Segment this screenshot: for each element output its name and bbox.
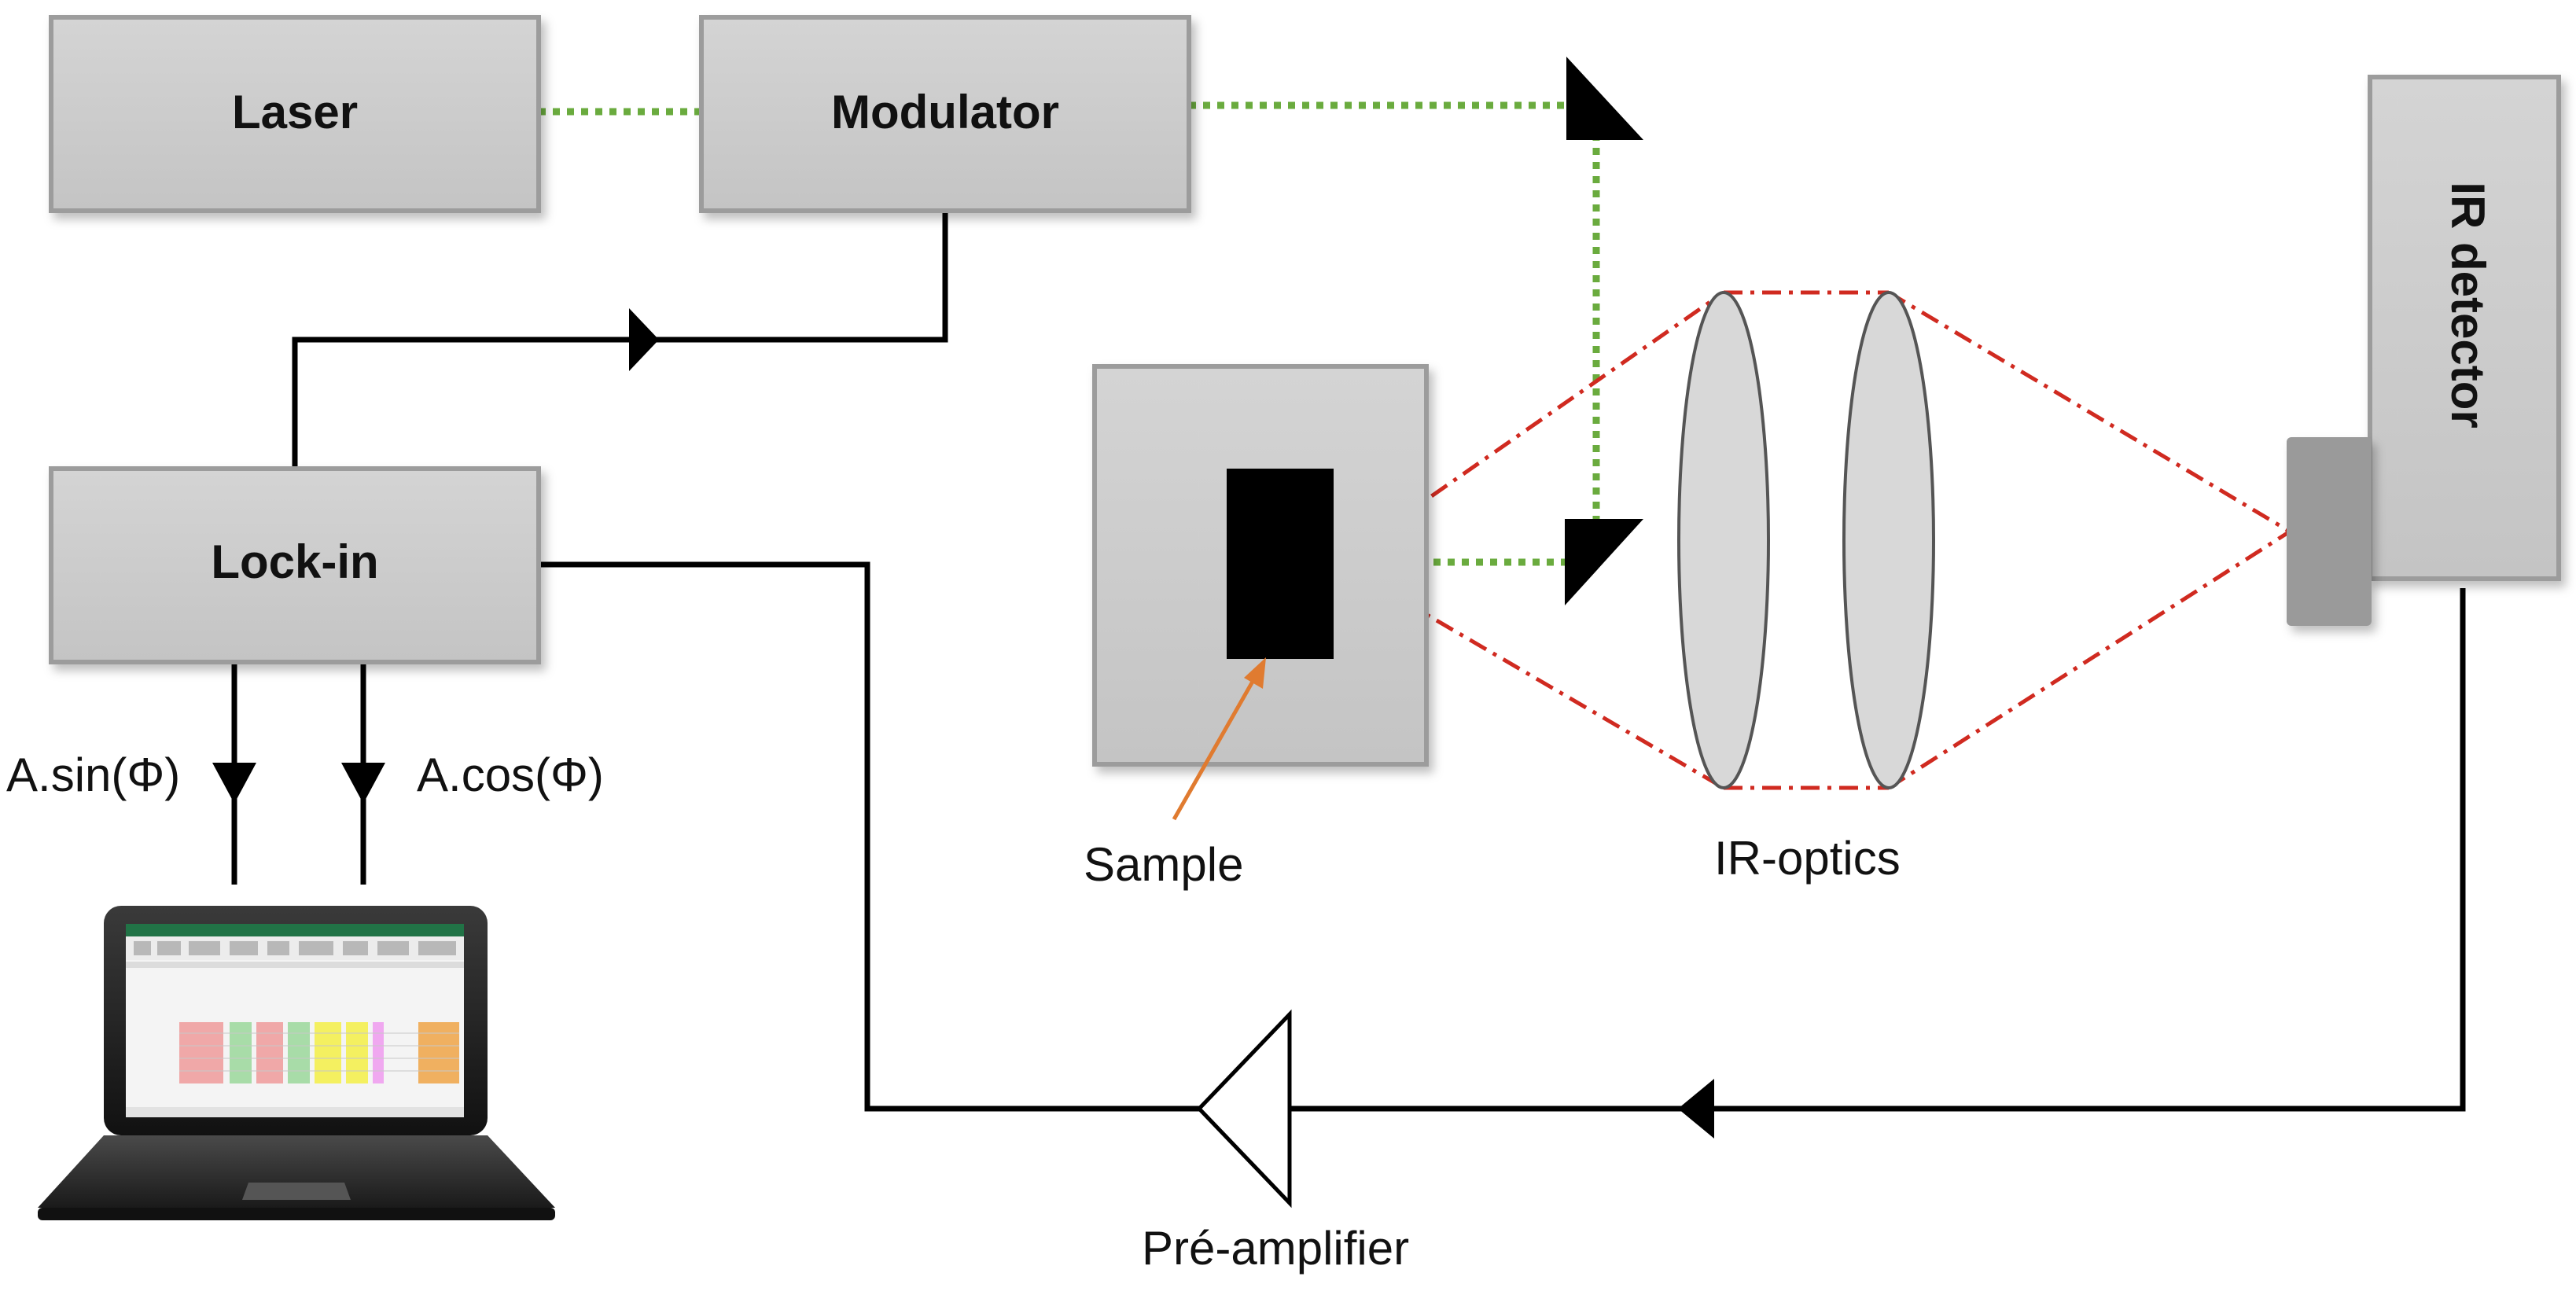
sample-holder xyxy=(1092,364,1429,767)
ir-detector-label: IR detector xyxy=(2442,182,2494,428)
sample-label: Sample xyxy=(1084,838,1243,891)
modulator-label: Modulator xyxy=(831,86,1059,138)
lockin-label: Lock-in xyxy=(211,535,378,588)
detector-window xyxy=(2287,437,2372,626)
ir-optics-lenses xyxy=(1677,291,1935,789)
mirror-bottom xyxy=(1565,519,1643,605)
arrowheads xyxy=(212,308,1714,1139)
arrow-detector-return xyxy=(1678,1079,1714,1139)
sin-output-label: A.sin(Φ) xyxy=(6,749,180,801)
laser-label: Laser xyxy=(232,86,358,138)
ir-optics-label: IR-optics xyxy=(1714,832,1901,885)
arrow-sin-output xyxy=(212,763,256,804)
sample-pointer xyxy=(1172,657,1266,821)
ir-light-path xyxy=(1335,290,2291,790)
modulator-block: Modulator xyxy=(699,15,1191,213)
sample-piece xyxy=(1227,469,1334,659)
laptop-base xyxy=(38,1135,555,1208)
lockin-block: Lock-in xyxy=(49,466,541,664)
preamplifier-triangle xyxy=(1196,1009,1292,1209)
preamplifier-label: Pré-amplifier xyxy=(1142,1222,1409,1275)
cos-output-label: A.cos(Φ) xyxy=(417,749,604,801)
ir-detector-block: IR detector xyxy=(2287,75,2561,626)
mirror-top xyxy=(1566,57,1643,140)
arrow-to-lockin-ref xyxy=(629,308,659,371)
lens-left xyxy=(1677,291,1770,789)
laser-block: Laser xyxy=(49,15,541,213)
laptop xyxy=(38,906,555,1220)
lens-right xyxy=(1842,291,1935,789)
arrow-cos-output xyxy=(341,763,385,804)
